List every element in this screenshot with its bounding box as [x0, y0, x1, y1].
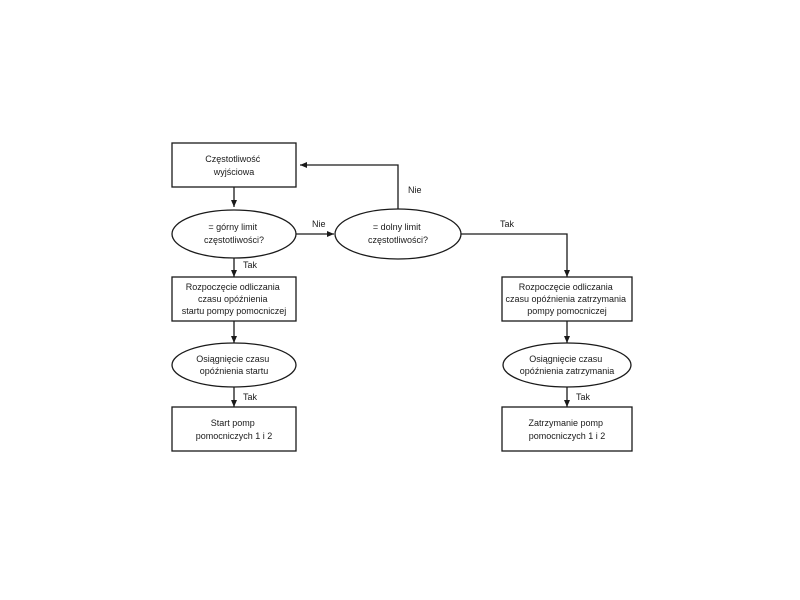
node-line: Start pomp [211, 418, 255, 428]
decision-upper-limit: = górny limit częstotliwości? [171, 209, 297, 259]
node-line: pomocniczych 1 i 2 [196, 431, 273, 441]
edge-label-start-reached-yes: Tak [243, 392, 258, 402]
svg-text:Osiągnięcie czasu opóźni: Osiągnięcie czasu opóźnienia startu [196, 354, 272, 376]
decision-lower-limit: = dolny limit częstotliwości? [334, 208, 462, 260]
node-output-frequency: Częstotliwość wyjściowa [171, 142, 297, 188]
edge-lower-to-stop-countdown [461, 233, 570, 277]
node-line: wyjściowa [213, 167, 255, 177]
svg-text:Częstotliwość wyjściowa: Częstotliwość wyjściowa [205, 154, 263, 177]
svg-text:Osiągnięcie czasu opóźni: Osiągnięcie czasu opóźnienia zatrzymania [520, 354, 615, 376]
edge-label-upper-no: Nie [312, 219, 326, 229]
node-start-delay-countdown: Rozpoczęcie odliczania czasu opóźnienia … [171, 276, 297, 322]
node-start-delay-reached: Osiągnięcie czasu opóźnienia startu [171, 342, 297, 388]
node-stop-pumps: Zatrzymanie pomp pomocniczych 1 i 2 [501, 406, 633, 452]
node-line: Rozpoczęcie odliczania [519, 282, 613, 292]
node-line: Zatrzymanie pomp [528, 418, 603, 428]
node-start-pumps: Start pomp pomocniczych 1 i 2 [171, 406, 297, 452]
node-line: = dolny limit [373, 222, 421, 232]
node-line: częstotliwości? [368, 235, 428, 245]
node-line: pompy pomocniczej [527, 306, 607, 316]
edge-label-stop-reached-yes: Tak [576, 392, 591, 402]
edge-label-lower-no-return: Nie [408, 185, 422, 195]
node-line: Osiągnięcie czasu [196, 354, 269, 364]
node-line: startu pompy pomocniczej [182, 306, 287, 316]
node-line: = górny limit [208, 222, 257, 232]
node-line: czasu opóźnienia [198, 294, 268, 304]
svg-text:= dolny limit częstotliw: = dolny limit częstotliwości? [368, 222, 428, 245]
node-line: Osiągnięcie czasu [529, 354, 602, 364]
node-stop-delay-countdown: Rozpoczęcie odliczania czasu opóźnienia … [501, 276, 633, 322]
edge-label-lower-yes: Tak [500, 219, 515, 229]
svg-text:Start pomp pomocniczych: Start pomp pomocniczych 1 i 2 [196, 418, 273, 441]
node-line: pomocniczych 1 i 2 [529, 431, 606, 441]
node-line: Częstotliwość [205, 154, 261, 164]
svg-text:= górny limit częstotliw: = górny limit częstotliwości? [204, 222, 264, 245]
svg-text:Rozpoczęcie odliczania c: Rozpoczęcie odliczania czasu opóźnienia … [505, 282, 628, 316]
node-line: częstotliwości? [204, 235, 264, 245]
node-line: opóźnienia zatrzymania [520, 366, 615, 376]
svg-text:Rozpoczęcie odliczania c: Rozpoczęcie odliczania czasu opóźnienia … [182, 282, 287, 316]
node-stop-delay-reached: Osiągnięcie czasu opóźnienia zatrzymania [502, 342, 632, 388]
node-line: opóźnienia startu [200, 366, 269, 376]
edge-lower-return-to-output [300, 162, 399, 209]
node-line: Rozpoczęcie odliczania [186, 282, 280, 292]
edge-label-upper-yes: Tak [243, 260, 258, 270]
svg-text:Zatrzymanie pomp pomocni: Zatrzymanie pomp pomocniczych 1 i 2 [528, 418, 605, 441]
node-line: czasu opóźnienia zatrzymania [505, 294, 626, 304]
